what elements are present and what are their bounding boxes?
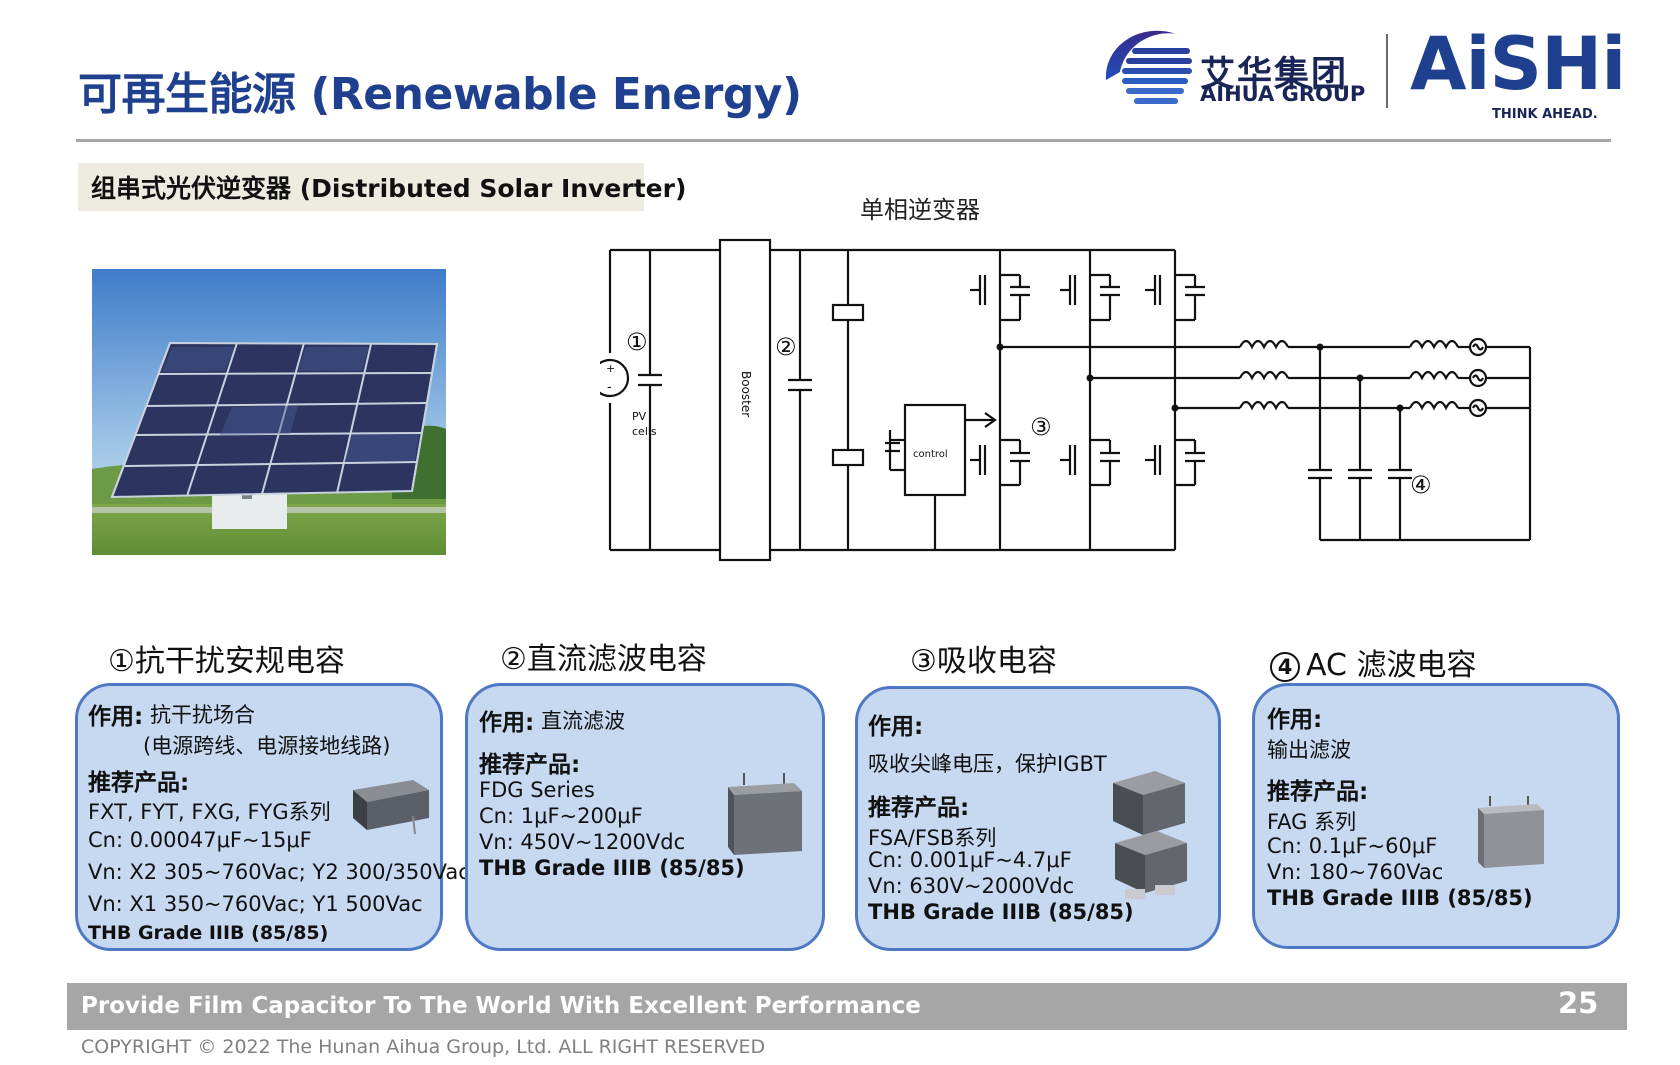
card1-grade: THB Grade IIIB (85/85) bbox=[88, 922, 329, 944]
circuit-label-2: ② bbox=[775, 333, 797, 361]
circuit-label-4: ④ bbox=[1410, 471, 1432, 499]
circuit-label-3: ③ bbox=[1030, 413, 1052, 441]
card1-products-label: 推荐产品: bbox=[88, 770, 190, 796]
card1-role-text: 抗干扰场合 bbox=[150, 703, 255, 727]
card4-role-label: 作用: bbox=[1267, 707, 1323, 733]
page-number: 25 bbox=[1558, 986, 1599, 1020]
card3-line-2: Cn: 0.001μF~4.7μF bbox=[868, 848, 1072, 872]
card2-role-text: 直流滤波 bbox=[541, 709, 625, 733]
inverter-circuit-diagram: ① ② ③ ④ + - PV cells Booster control bbox=[600, 238, 1532, 562]
card2-line-3: Vn: 450V~1200Vdc bbox=[479, 830, 686, 854]
circuit-plus: + bbox=[606, 362, 615, 375]
card2-products-label: 推荐产品: bbox=[479, 752, 581, 778]
solar-panel-photo bbox=[92, 269, 446, 555]
card3-role-label: 作用: bbox=[868, 714, 924, 740]
card4-box bbox=[1252, 683, 1620, 949]
brand-slogan: THINK AHEAD. bbox=[1492, 107, 1598, 122]
card2-role-label: 作用: bbox=[479, 710, 535, 736]
card4-line-1: FAG 系列 bbox=[1267, 810, 1357, 834]
card3-products-label: 推荐产品: bbox=[868, 795, 970, 821]
card4-grade: THB Grade IIIB (85/85) bbox=[1267, 886, 1533, 910]
circuit-cells: cells bbox=[632, 425, 657, 438]
circuit-booster: Booster bbox=[739, 371, 753, 417]
circuit-label-1: ① bbox=[626, 328, 648, 356]
card3-line-1: FSA/FSB系列 bbox=[868, 826, 997, 850]
card2-line-1: FDG Series bbox=[479, 778, 595, 802]
capacitor-photo bbox=[1113, 771, 1187, 899]
aihua-logo-icon bbox=[1105, 30, 1192, 104]
card1-line-4: Vn: X1 350~760Vac; Y1 500Vac bbox=[88, 892, 423, 916]
card1-line-3: Vn: X2 305~760Vac; Y2 300/350Vac bbox=[88, 860, 470, 884]
card2-grade: THB Grade IIIB (85/85) bbox=[479, 856, 745, 880]
card3-line-3: Vn: 630V~2000Vdc bbox=[868, 874, 1075, 898]
card1-line-2: Cn: 0.00047μF~15μF bbox=[88, 828, 312, 852]
brand-name: AiSHi bbox=[1410, 22, 1626, 107]
card4-heading-number: 4 bbox=[1270, 651, 1300, 682]
logo-english-name: AIHUA GROUP bbox=[1200, 82, 1366, 106]
card3-grade: THB Grade IIIB (85/85) bbox=[868, 900, 1134, 924]
capacitor-photo bbox=[353, 780, 429, 835]
card1-heading: ①抗干扰安规电容 bbox=[108, 644, 345, 679]
capacitor-photo bbox=[728, 773, 802, 855]
circuit-pv: PV bbox=[632, 410, 647, 423]
logo-chinese-name: 艾华集团 bbox=[1200, 55, 1349, 95]
card3-heading: ③吸收电容 bbox=[910, 644, 1057, 679]
card4-line-2: Cn: 0.1μF~60μF bbox=[1267, 834, 1438, 858]
circuit-title: 单相逆变器 bbox=[860, 196, 980, 224]
card3-role-text: 吸收尖峰电压，保护IGBT bbox=[868, 752, 1107, 776]
card4-products-label: 推荐产品: bbox=[1267, 779, 1369, 805]
footer-tagline: Provide Film Capacitor To The World With… bbox=[81, 993, 921, 1019]
card4-heading-text: AC 滤波电容 bbox=[1306, 648, 1477, 683]
card4-line-3: Vn: 180~760Vac bbox=[1267, 860, 1444, 884]
card4-role-text: 输出滤波 bbox=[1267, 738, 1351, 762]
card1-role-label: 作用: bbox=[88, 704, 144, 730]
page-title: 可再生能源 (Renewable Energy) bbox=[78, 69, 802, 120]
card1-role-text-2: (电源跨线、电源接地线路) bbox=[143, 734, 391, 758]
title-divider bbox=[76, 139, 1611, 142]
section-label: 组串式光伏逆变器 (Distributed Solar Inverter) bbox=[78, 163, 686, 211]
capacitor-photo bbox=[1478, 796, 1544, 868]
logo-divider bbox=[1386, 34, 1388, 108]
circuit-control: control bbox=[913, 449, 948, 460]
card2-heading: ②直流滤波电容 bbox=[500, 642, 707, 677]
card2-line-2: Cn: 1μF~200μF bbox=[479, 804, 643, 828]
card1-line-1: FXT, FYT, FXG, FYG系列 bbox=[88, 800, 331, 824]
footer-band bbox=[67, 983, 1627, 1030]
copyright-notice: COPYRIGHT © 2022 The Hunan Aihua Group, … bbox=[81, 1036, 766, 1058]
circuit-minus: - bbox=[607, 380, 612, 395]
